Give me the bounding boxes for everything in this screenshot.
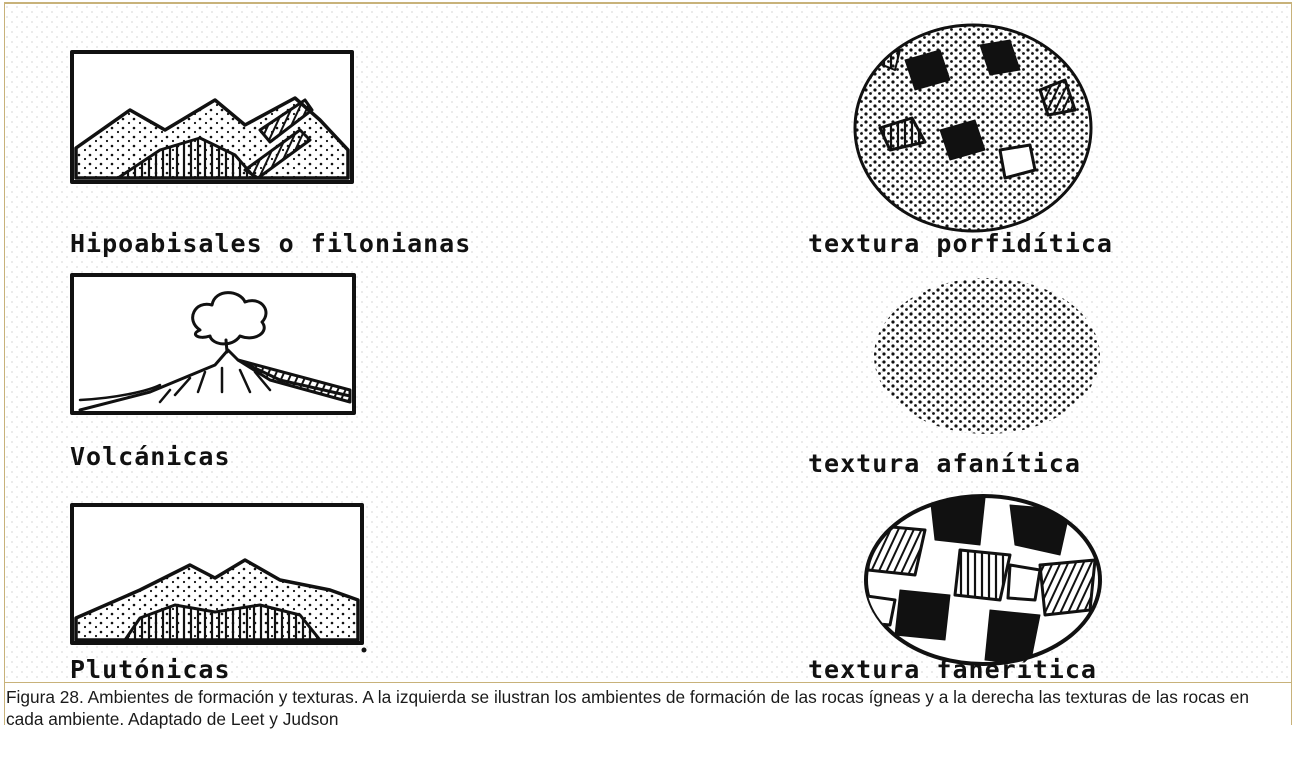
- phaneritic-texture-label: textura fanerítica: [808, 655, 1097, 680]
- porphyritic-texture-label: textura porfidítica: [808, 229, 1113, 258]
- plutonic-environment-sketch: [72, 505, 367, 653]
- aphanitic-texture-label: textura afanítica: [808, 449, 1081, 478]
- figure-caption: Figura 28. Ambientes de formación y text…: [6, 686, 1290, 730]
- hypabyssal-label: Hipoabisales o filonianas: [70, 229, 471, 258]
- plutonic-label: Plutónicas: [70, 655, 231, 680]
- volcanic-label: Volcánicas: [70, 442, 231, 471]
- aphanitic-texture-disk: [874, 278, 1100, 434]
- figure-illustration: Hipoabisales o filonianas Volcánicas Plu…: [0, 0, 1296, 680]
- hypabyssal-environment-sketch: [72, 52, 352, 182]
- caption-divider: [4, 682, 1292, 683]
- volcanic-environment-sketch: [72, 275, 354, 413]
- porphyritic-texture-disk: [855, 25, 1091, 231]
